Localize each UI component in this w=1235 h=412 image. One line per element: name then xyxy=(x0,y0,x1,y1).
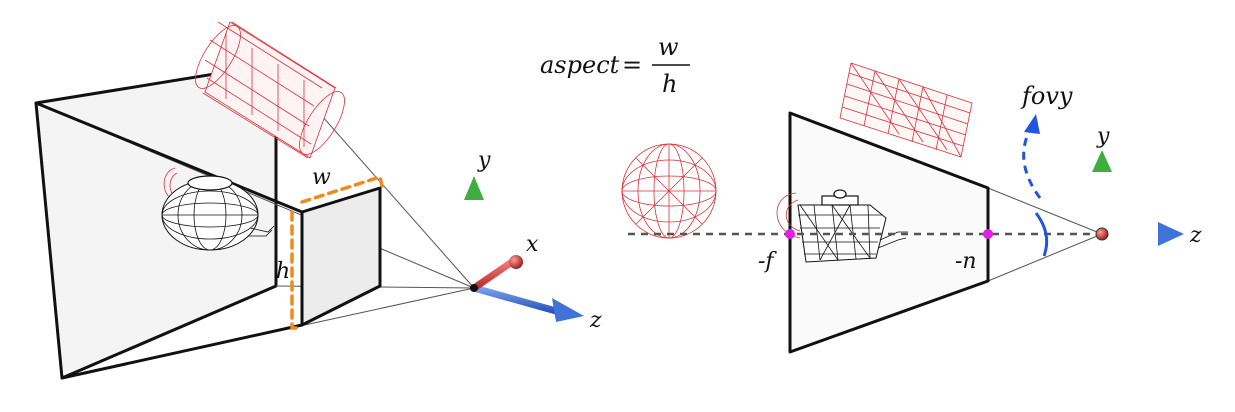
dimension-markers xyxy=(290,174,384,330)
left-axis-gizmo xyxy=(464,176,584,322)
height-label: h xyxy=(276,259,290,284)
wireframe-sphere-icon xyxy=(621,143,717,239)
left-frustum-view: w h y x z xyxy=(34,21,602,380)
z-axis-arrowhead-icon xyxy=(552,298,584,322)
fovy-indicator xyxy=(1022,114,1049,257)
y-axis-arrowhead-icon xyxy=(464,176,484,200)
near-clip-point-icon xyxy=(983,229,993,239)
formula-denominator: h xyxy=(662,70,677,98)
z-axis-arrowhead-icon xyxy=(1158,222,1184,246)
formula-numerator: w xyxy=(658,33,679,61)
wireframe-cylinder-icon xyxy=(839,62,973,158)
right-z-axis-label: z xyxy=(1189,223,1202,248)
right-frustum-body xyxy=(788,111,990,354)
width-label: w xyxy=(312,165,331,190)
fovy-label: fovy xyxy=(1020,82,1073,110)
far-distance-label: -f xyxy=(758,249,777,274)
fov-dashed-arrow xyxy=(1022,125,1042,199)
right-axis-gizmo xyxy=(1092,150,1184,246)
right-frustum-view: -f -n fovy y z xyxy=(621,62,1202,354)
left-y-axis-label: y xyxy=(477,148,491,173)
y-axis-arrowhead-icon xyxy=(1092,150,1112,172)
x-axis-endpoint-icon xyxy=(509,255,523,269)
left-z-axis-label: z xyxy=(589,308,602,333)
frustum-edges xyxy=(34,101,304,380)
wireframe-cylinder-icon xyxy=(195,21,345,159)
formula-lhs: aspect xyxy=(540,51,620,79)
right-frustum-thin-edges xyxy=(987,187,1103,282)
near-distance-label: -n xyxy=(955,249,977,274)
formula-equals: = xyxy=(622,51,642,79)
left-x-axis-label: x xyxy=(526,232,539,257)
far-clip-point-icon xyxy=(785,229,795,239)
wireframe-teapot-icon xyxy=(161,167,275,251)
right-y-axis-label: y xyxy=(1096,124,1110,149)
fov-arrowhead-icon xyxy=(1024,114,1040,134)
aspect-formula: aspect = w h xyxy=(540,33,690,98)
fov-angle-arc xyxy=(1034,212,1049,257)
near-clip-plane xyxy=(300,186,382,327)
